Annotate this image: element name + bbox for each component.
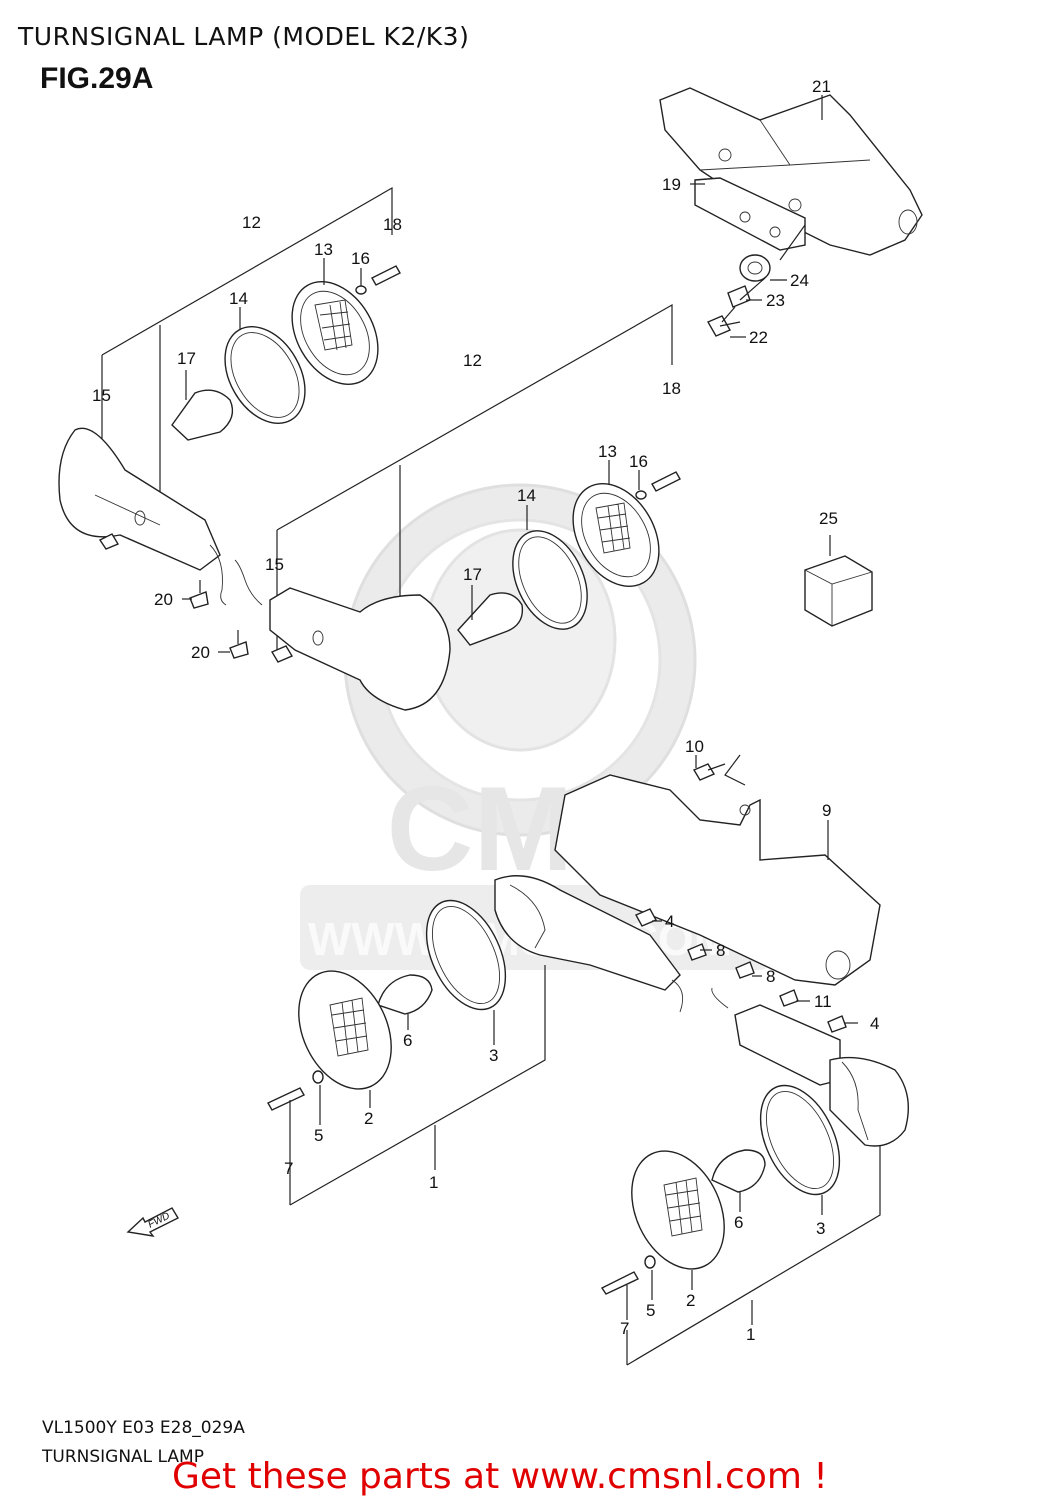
- part-21-housing: [659, 87, 923, 256]
- callout-14-middle: 14: [517, 486, 536, 505]
- page-title: TURNSIGNAL LAMP (MODEL K2/K3): [18, 22, 470, 51]
- callout-1-right: 1: [746, 1325, 755, 1344]
- callout-9: 9: [822, 801, 831, 820]
- callout-20-b: 20: [191, 643, 210, 662]
- callout-16-upper: 16: [351, 249, 370, 268]
- callout-18-middle: 18: [662, 379, 681, 398]
- part-9-bracket: [554, 754, 881, 986]
- callout-3-right: 3: [816, 1219, 825, 1238]
- callout-12-upper: 12: [242, 213, 261, 232]
- forward-direction-arrow: FWD: [126, 1207, 179, 1237]
- callout-2-left: 2: [364, 1109, 373, 1128]
- lower-right-signal: [600, 961, 910, 1366]
- leader-lines: [182, 95, 858, 1325]
- callout-12-middle: 12: [463, 351, 482, 370]
- diagram-code: VL1500Y E03 E28_029A: [42, 1418, 245, 1438]
- figure-label: FIG.29A: [40, 62, 154, 95]
- callout-8-b: 8: [766, 967, 775, 986]
- diagram-name: TURNSIGNAL LAMP: [42, 1447, 204, 1467]
- callout-1-left: 1: [429, 1173, 438, 1192]
- callout-8-a: 8: [716, 941, 725, 960]
- callout-17-upper: 17: [177, 349, 196, 368]
- callout-7-left: 7: [284, 1159, 293, 1178]
- lower-left-signal: [267, 875, 707, 1206]
- callout-23: 23: [766, 291, 785, 310]
- callout-7-right: 7: [620, 1319, 629, 1338]
- callout-5-left: 5: [314, 1126, 323, 1145]
- callout-21: 21: [812, 77, 831, 96]
- callout-16-middle: 16: [629, 452, 648, 471]
- callout-15-middle: 15: [265, 555, 284, 574]
- callout-13-upper: 13: [314, 240, 333, 259]
- promo-link[interactable]: Get these parts at www.cmsnl.com !: [172, 1456, 828, 1497]
- callout-6-right: 6: [734, 1213, 743, 1232]
- callout-10: 10: [685, 737, 704, 756]
- callout-24: 24: [790, 271, 809, 290]
- callout-20-a: 20: [154, 590, 173, 609]
- part-23-collar: [727, 285, 751, 308]
- part-24-grommet: [739, 254, 771, 282]
- callout-11: 11: [814, 992, 832, 1011]
- middle-signal: [229, 303, 681, 711]
- callout-18-upper: 18: [383, 215, 402, 234]
- part-22-bolt: [707, 315, 741, 337]
- callout-19: 19: [662, 175, 681, 194]
- callout-22: 22: [749, 328, 768, 347]
- callout-25: 25: [819, 509, 838, 528]
- callout-4-a: 4: [665, 912, 674, 931]
- callout-4-b: 4: [870, 1014, 879, 1033]
- callout-13-middle: 13: [598, 442, 617, 461]
- part-25-relay: [804, 535, 873, 627]
- callout-17-middle: 17: [463, 565, 482, 584]
- callout-2-right: 2: [686, 1291, 695, 1310]
- upper-left-signal: [58, 186, 401, 609]
- callout-numbers: 21 19 24 23 22 25 12 18 13 16 14 17 15 2…: [92, 77, 879, 1344]
- callout-3-left: 3: [489, 1046, 498, 1065]
- callout-15-upper: 15: [92, 386, 111, 405]
- part-19-gasket: [694, 177, 806, 251]
- callout-6-left: 6: [403, 1031, 412, 1050]
- callout-14-upper: 14: [229, 289, 248, 308]
- callout-5-right: 5: [646, 1301, 655, 1320]
